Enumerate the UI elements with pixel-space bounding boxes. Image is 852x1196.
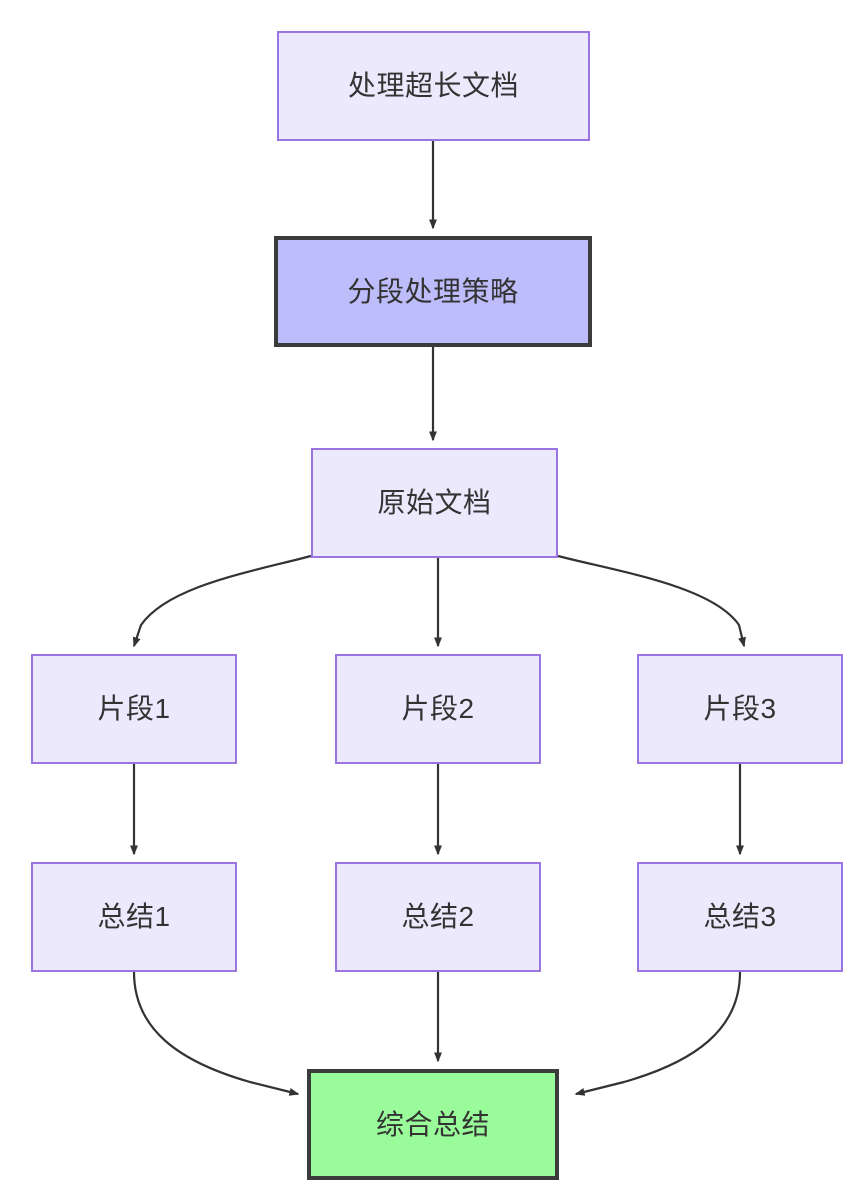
node-chunk-2[interactable]: 片段2 <box>335 654 541 764</box>
node-label: 总结1 <box>97 901 171 933</box>
edge-n3-n4 <box>132 554 312 648</box>
node-final-summary[interactable]: 综合总结 <box>307 1069 559 1180</box>
edge-n3-n6 <box>557 554 746 648</box>
node-label: 片段3 <box>703 693 777 725</box>
node-label: 综合总结 <box>375 1108 490 1140</box>
node-chunking-strategy[interactable]: 分段处理策略 <box>274 236 592 347</box>
node-summary-3[interactable]: 总结3 <box>637 862 843 972</box>
node-process-long-document[interactable]: 处理超长文档 <box>277 31 590 141</box>
edge-n9-n10 <box>574 971 742 1096</box>
node-summary-1[interactable]: 总结1 <box>31 862 237 972</box>
node-original-document[interactable]: 原始文档 <box>311 448 558 558</box>
node-label: 处理超长文档 <box>347 70 519 102</box>
node-summary-2[interactable]: 总结2 <box>335 862 541 972</box>
node-label: 原始文档 <box>377 487 492 519</box>
node-label: 片段2 <box>401 693 475 725</box>
node-label: 总结3 <box>703 901 777 933</box>
node-chunk-1[interactable]: 片段1 <box>31 654 237 764</box>
edge-n7-n10 <box>132 971 300 1096</box>
node-label: 分段处理策略 <box>347 275 519 307</box>
node-label: 总结2 <box>401 901 475 933</box>
node-chunk-3[interactable]: 片段3 <box>637 654 843 764</box>
node-label: 片段1 <box>97 693 171 725</box>
